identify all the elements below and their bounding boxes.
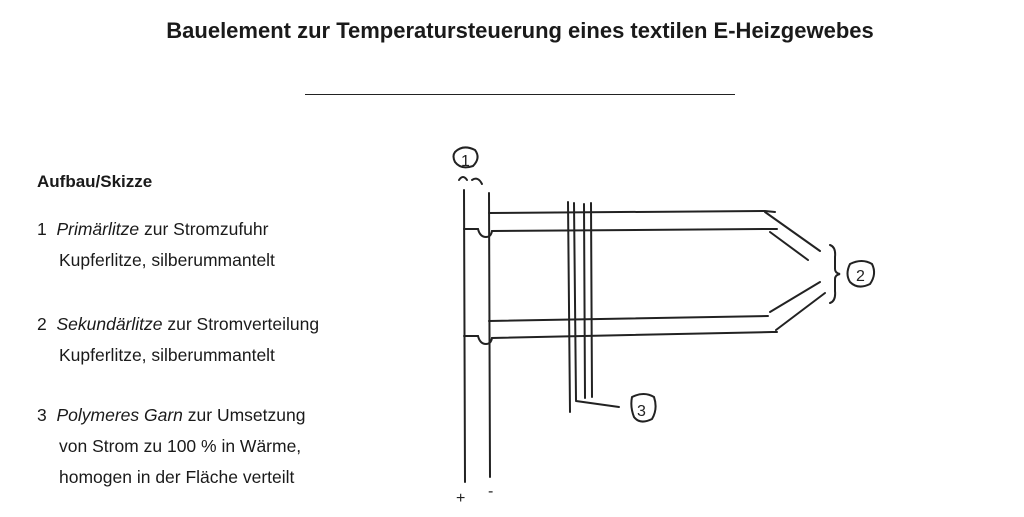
section-heading: Aufbau/Skizze (37, 172, 153, 191)
item-detail: Kupferlitze, silberummantelt (59, 345, 275, 365)
label-3: 3 (630, 393, 657, 423)
bracket (829, 244, 841, 304)
plus-terminal: + (456, 490, 465, 507)
item-text: zur Umsetzung (182, 405, 306, 425)
list-item: 2 Sekundärlitze zur Stromverteilung Kupf… (37, 309, 319, 371)
item-detail: von Strom zu 100 % in Wärme, (59, 436, 302, 456)
page-title: Bauelement zur Temperatursteuerung eines… (166, 18, 874, 43)
item-detail: Kupferlitze, silberummantelt (59, 250, 275, 270)
item-term: Polymeres Garn (56, 405, 183, 425)
item-detail: homogen in der Fläche verteilt (59, 467, 295, 487)
item-term: Sekundärlitze (56, 314, 163, 334)
item-text: zur Stromverteilung (162, 314, 320, 334)
label-3-text: 3 (637, 403, 646, 420)
divider (305, 94, 735, 95)
item-number: 2 (37, 314, 47, 334)
minus-terminal: - (488, 483, 493, 500)
polymer-yarn (567, 201, 620, 413)
item-term: Primärlitze (56, 219, 140, 239)
primary-wires (458, 176, 491, 483)
list-item: 3 Polymeres Garn zur Umsetzung von Strom… (37, 400, 305, 493)
secondary-wires (463, 209, 826, 346)
label-1: 1 (452, 146, 479, 170)
label-2-text: 2 (856, 268, 865, 285)
item-number: 3 (37, 405, 47, 425)
label-1-text: 1 (461, 153, 470, 170)
label-2: 2 (846, 260, 876, 288)
item-number: 1 (37, 219, 47, 239)
list-item: 1 Primärlitze zur Stromzufuhr Kupferlitz… (37, 214, 275, 276)
item-text: zur Stromzufuhr (139, 219, 269, 239)
